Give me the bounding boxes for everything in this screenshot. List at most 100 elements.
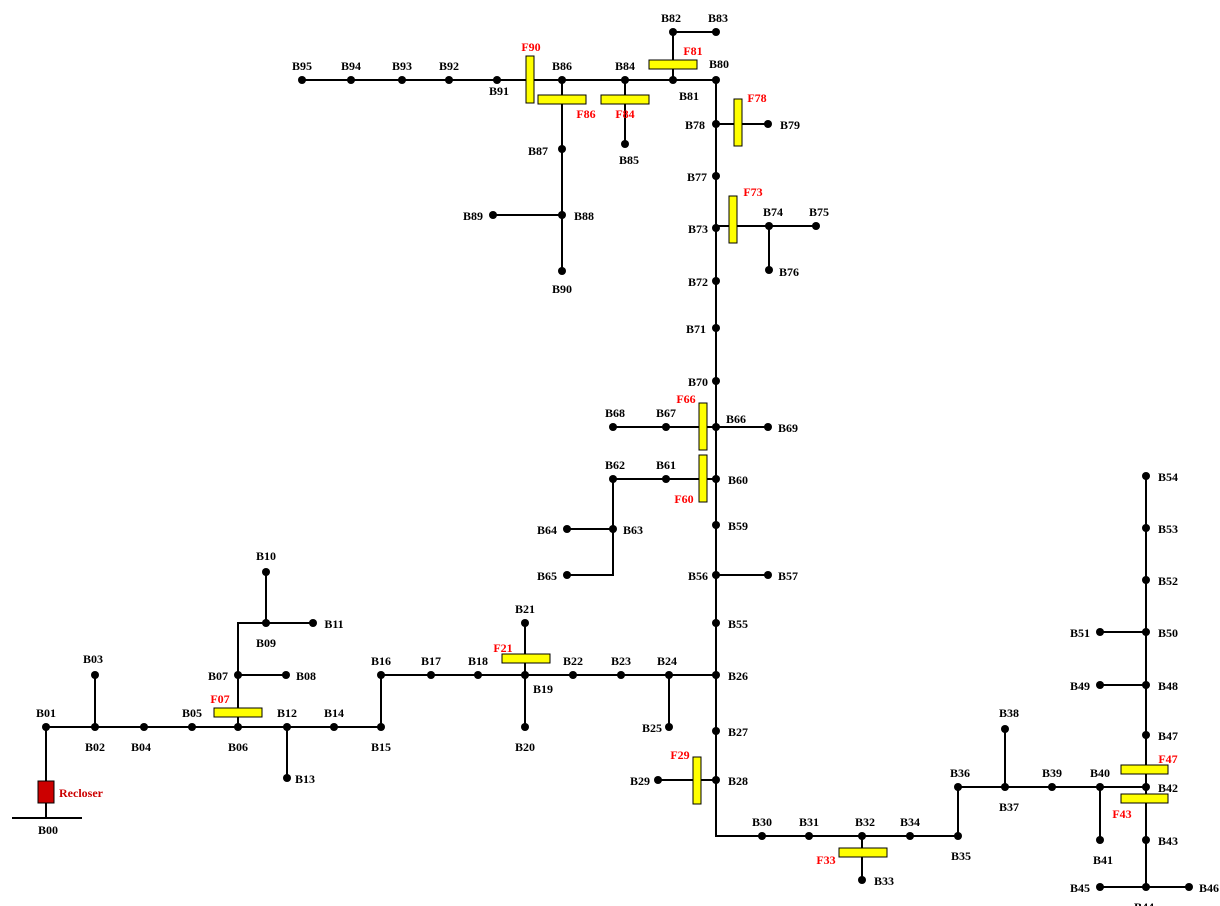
bus-node-b94[interactable] <box>347 76 355 84</box>
bus-node-b11[interactable] <box>309 619 317 627</box>
bus-node-b62[interactable] <box>609 475 617 483</box>
bus-node-b70[interactable] <box>712 377 720 385</box>
bus-node-b91[interactable] <box>493 76 501 84</box>
fault-marker-f29[interactable] <box>692 756 702 805</box>
bus-node-b05[interactable] <box>188 723 196 731</box>
bus-node-b68[interactable] <box>609 423 617 431</box>
bus-node-b76[interactable] <box>765 266 773 274</box>
bus-node-b24[interactable] <box>665 671 673 679</box>
fault-marker-f73[interactable] <box>728 195 738 244</box>
bus-node-b31[interactable] <box>805 832 813 840</box>
bus-node-b19[interactable] <box>521 671 529 679</box>
bus-node-b77[interactable] <box>712 172 720 180</box>
bus-node-b38[interactable] <box>1001 725 1009 733</box>
bus-node-b66[interactable] <box>712 423 720 431</box>
bus-node-b37[interactable] <box>1001 783 1009 791</box>
bus-node-b01[interactable] <box>42 723 50 731</box>
bus-node-b90[interactable] <box>558 267 566 275</box>
bus-node-b53[interactable] <box>1142 524 1150 532</box>
bus-node-b25[interactable] <box>665 723 673 731</box>
bus-node-b75[interactable] <box>812 222 820 230</box>
bus-node-b52[interactable] <box>1142 576 1150 584</box>
bus-node-b02[interactable] <box>91 723 99 731</box>
bus-node-b73[interactable] <box>712 224 720 232</box>
bus-node-b89[interactable] <box>489 211 497 219</box>
bus-node-b18[interactable] <box>474 671 482 679</box>
bus-node-b07[interactable] <box>234 671 242 679</box>
bus-node-b35[interactable] <box>954 832 962 840</box>
bus-node-b15[interactable] <box>377 723 385 731</box>
bus-node-b47[interactable] <box>1142 731 1150 739</box>
fault-marker-f86[interactable] <box>537 94 587 105</box>
bus-node-b63[interactable] <box>609 525 617 533</box>
bus-node-b51[interactable] <box>1096 628 1104 636</box>
recloser[interactable]: Recloser <box>37 780 104 804</box>
bus-node-b81[interactable] <box>669 76 677 84</box>
bus-node-b71[interactable] <box>712 324 720 332</box>
bus-node-b17[interactable] <box>427 671 435 679</box>
fault-marker-f66[interactable] <box>698 402 708 451</box>
bus-node-b87[interactable] <box>558 145 566 153</box>
bus-node-b93[interactable] <box>398 76 406 84</box>
bus-node-b42[interactable] <box>1142 783 1150 791</box>
bus-node-b78[interactable] <box>712 120 720 128</box>
fault-marker-f60[interactable] <box>698 454 708 503</box>
bus-node-b84[interactable] <box>621 76 629 84</box>
bus-node-b69[interactable] <box>764 423 772 431</box>
bus-node-b60[interactable] <box>712 475 720 483</box>
bus-node-b80[interactable] <box>712 76 720 84</box>
fault-marker-f43[interactable] <box>1120 793 1169 804</box>
bus-node-b41[interactable] <box>1096 836 1104 844</box>
bus-node-b22[interactable] <box>569 671 577 679</box>
bus-node-b26[interactable] <box>712 671 720 679</box>
bus-node-b27[interactable] <box>712 727 720 735</box>
bus-node-b45[interactable] <box>1096 883 1104 891</box>
bus-node-b82[interactable] <box>669 28 677 36</box>
bus-node-b06[interactable] <box>234 723 242 731</box>
fault-marker-f90[interactable] <box>525 55 535 104</box>
bus-node-b54[interactable] <box>1142 472 1150 480</box>
bus-node-b49[interactable] <box>1096 681 1104 689</box>
bus-node-b12[interactable] <box>283 723 291 731</box>
bus-node-b50[interactable] <box>1142 628 1150 636</box>
bus-node-b08[interactable] <box>282 671 290 679</box>
bus-node-b83[interactable] <box>712 28 720 36</box>
bus-node-b57[interactable] <box>764 571 772 579</box>
bus-node-b88[interactable] <box>558 211 566 219</box>
bus-node-b20[interactable] <box>521 723 529 731</box>
bus-node-b09[interactable] <box>262 619 270 627</box>
fault-marker-f84[interactable] <box>600 94 650 105</box>
bus-node-b55[interactable] <box>712 619 720 627</box>
bus-node-b23[interactable] <box>617 671 625 679</box>
bus-node-b61[interactable] <box>662 475 670 483</box>
bus-node-b34[interactable] <box>906 832 914 840</box>
bus-node-b56[interactable] <box>712 571 720 579</box>
bus-node-b48[interactable] <box>1142 681 1150 689</box>
bus-node-b74[interactable] <box>765 222 773 230</box>
bus-node-b32[interactable] <box>858 832 866 840</box>
recloser-box[interactable] <box>37 780 55 804</box>
bus-node-b86[interactable] <box>558 76 566 84</box>
bus-node-b03[interactable] <box>91 671 99 679</box>
bus-node-b65[interactable] <box>563 571 571 579</box>
bus-node-b40[interactable] <box>1096 783 1104 791</box>
bus-node-b46[interactable] <box>1185 883 1193 891</box>
bus-node-b29[interactable] <box>654 776 662 784</box>
bus-node-b95[interactable] <box>298 76 306 84</box>
bus-node-b44[interactable] <box>1142 883 1150 891</box>
bus-node-b64[interactable] <box>563 525 571 533</box>
bus-node-b39[interactable] <box>1048 783 1056 791</box>
fault-marker-f07[interactable] <box>213 707 263 718</box>
fault-marker-f47[interactable] <box>1120 764 1169 775</box>
bus-node-b30[interactable] <box>758 832 766 840</box>
bus-node-b13[interactable] <box>283 774 291 782</box>
fault-marker-f78[interactable] <box>733 98 743 147</box>
bus-node-b33[interactable] <box>858 876 866 884</box>
fault-marker-f33[interactable] <box>838 847 888 858</box>
bus-node-b28[interactable] <box>712 776 720 784</box>
bus-node-b36[interactable] <box>954 783 962 791</box>
fault-marker-f81[interactable] <box>648 59 698 70</box>
bus-node-b67[interactable] <box>662 423 670 431</box>
bus-node-b21[interactable] <box>521 619 529 627</box>
bus-node-b85[interactable] <box>621 140 629 148</box>
